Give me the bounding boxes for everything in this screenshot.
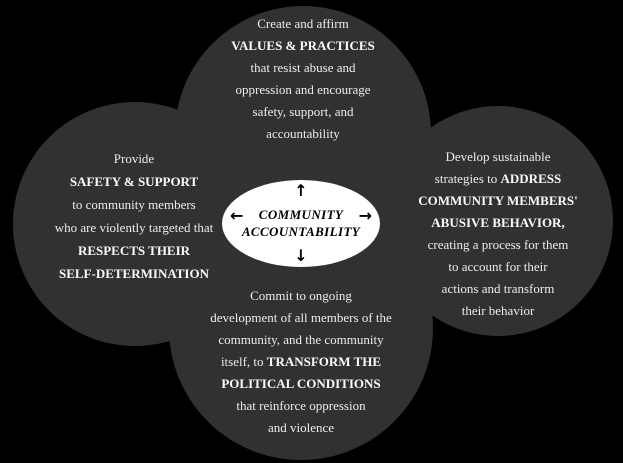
text-run: itself, to	[220, 354, 267, 369]
text-run: that resist abuse and	[250, 60, 356, 75]
text-line: SAFETY & SUPPORT	[14, 170, 254, 193]
text-run: strategies to	[434, 171, 501, 186]
text-run: VALUES & PRACTICES	[231, 38, 375, 53]
text-run: to community members	[72, 197, 196, 212]
circle-political-conditions-text: Commit to ongoing development of all mem…	[171, 285, 431, 439]
text-line: safety, support, and	[183, 101, 423, 123]
text-run: their behavior	[461, 303, 535, 318]
text-line: actions and transform	[389, 278, 607, 300]
text-run: ABUSIVE BEHAVIOR,	[431, 215, 565, 230]
text-line: community, and the community	[171, 329, 431, 351]
arrow-up-icon: ↑	[294, 181, 308, 200]
text-line: Create and affirm	[183, 13, 423, 35]
text-line: their behavior	[389, 300, 607, 322]
center-title: COMMUNITY ACCOUNTABILITY	[222, 206, 380, 240]
text-run: ADDRESS	[500, 171, 562, 186]
arrow-down-icon: ↓	[294, 246, 308, 265]
text-run: POLITICAL CONDITIONS	[221, 376, 381, 391]
text-run: accountability	[266, 126, 340, 141]
arrow-right-icon: →	[358, 206, 372, 225]
center-ellipse: ↑ ↓ ← → COMMUNITY ACCOUNTABILITY	[222, 180, 380, 267]
text-run: development of all members of the	[210, 310, 392, 325]
center-title-line2: ACCOUNTABILITY	[241, 224, 361, 239]
text-line: creating a process for them	[389, 234, 607, 256]
text-run: TRANSFORM THE	[266, 354, 382, 369]
text-line: to account for their	[389, 256, 607, 278]
text-run: Provide	[113, 151, 155, 166]
text-run: community, and the community	[218, 332, 384, 347]
text-run: safety, support, and	[252, 104, 354, 119]
text-line: development of all members of the	[171, 307, 431, 329]
text-line: strategies to ADDRESS	[389, 168, 607, 190]
center-title-line1: COMMUNITY	[258, 207, 344, 222]
text-run: Commit to ongoing	[250, 288, 352, 303]
text-run: RESPECTS THEIR	[77, 243, 191, 258]
text-line: oppression and encourage	[183, 79, 423, 101]
text-line: COMMUNITY MEMBERS'	[389, 190, 607, 212]
text-run: SELF-DETERMINATION	[58, 266, 209, 281]
text-line: ABUSIVE BEHAVIOR,	[389, 212, 607, 234]
text-line: who are violently targeted that	[14, 216, 254, 239]
text-line: Provide	[14, 147, 254, 170]
text-line: and violence	[171, 417, 431, 439]
text-line: Develop sustainable	[389, 146, 607, 168]
text-run: actions and transform	[441, 281, 555, 296]
text-run: to account for their	[448, 259, 548, 274]
text-run: who are violently targeted that	[54, 220, 214, 235]
text-line: accountability	[183, 123, 423, 145]
arrow-left-icon: ←	[230, 206, 244, 225]
text-run: Develop sustainable	[445, 149, 551, 164]
text-run: that reinforce oppression	[236, 398, 366, 413]
text-run: oppression and encourage	[235, 82, 371, 97]
text-run: Create and affirm	[257, 16, 349, 31]
circle-safety-support-text: Provide SAFETY & SUPPORT to community me…	[14, 147, 254, 285]
text-line: VALUES & PRACTICES	[183, 35, 423, 57]
text-line: RESPECTS THEIR	[14, 239, 254, 262]
text-line: itself, to TRANSFORM THE	[171, 351, 431, 373]
text-run: SAFETY & SUPPORT	[69, 174, 199, 189]
text-run: creating a process for them	[427, 237, 569, 252]
text-line: to community members	[14, 193, 254, 216]
circle-values-practices-text: Create and affirm VALUES & PRACTICES tha…	[183, 13, 423, 145]
text-line: that resist abuse and	[183, 57, 423, 79]
text-line: SELF-DETERMINATION	[14, 262, 254, 285]
text-run: COMMUNITY MEMBERS'	[418, 193, 578, 208]
circle-abusive-behavior-text: Develop sustainable strategies to ADDRES…	[389, 146, 607, 322]
text-line: POLITICAL CONDITIONS	[171, 373, 431, 395]
text-line: that reinforce oppression	[171, 395, 431, 417]
text-run: and violence	[267, 420, 335, 435]
text-line: Commit to ongoing	[171, 285, 431, 307]
